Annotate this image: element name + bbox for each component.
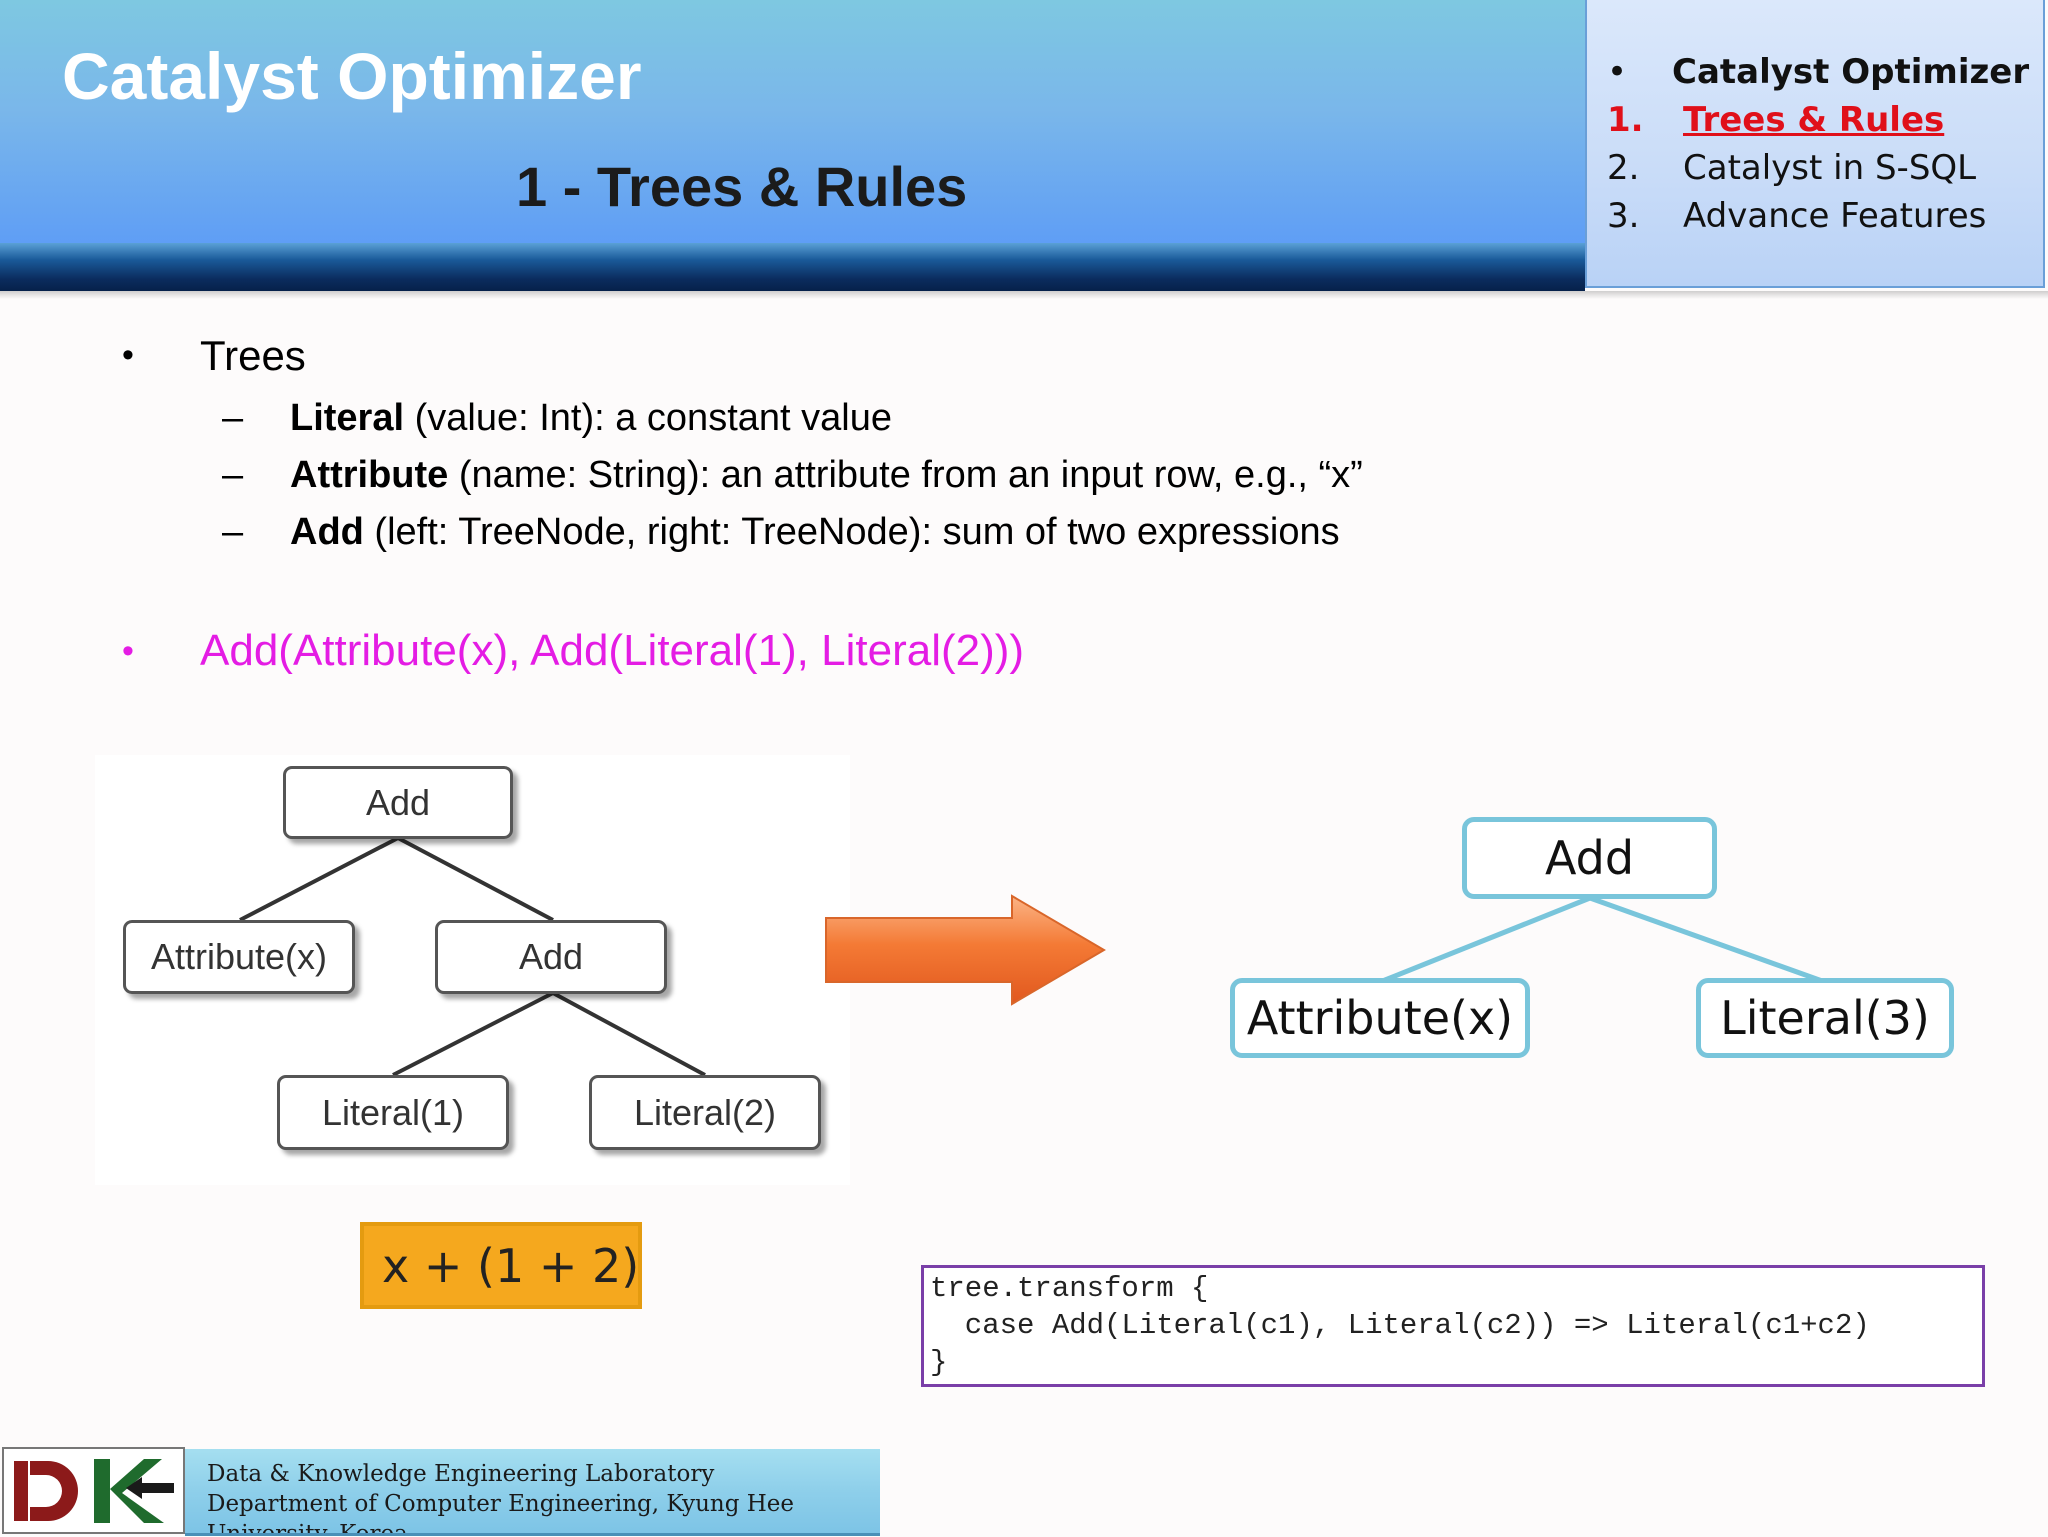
code-snippet: tree.transform { case Add(Literal(c1), L… [921, 1265, 1985, 1387]
bullet-expression-tree: Add(Attribute(x), Add(Literal(1), Litera… [200, 626, 1025, 675]
edge [397, 836, 554, 922]
edge [552, 991, 706, 1077]
tree-node-literal-1: Literal(1) [277, 1075, 509, 1150]
dke-logo-icon [4, 1449, 183, 1532]
bullet-marker: • [122, 336, 134, 374]
toc-label[interactable]: Trees & Rules [1683, 100, 1945, 140]
tree-node-literal-3: Literal(3) [1696, 978, 1954, 1058]
dash-marker: – [222, 454, 244, 496]
slide-title: Catalyst Optimizer [62, 39, 642, 113]
tree-node-root: Add [283, 766, 513, 839]
tree-node-literal-2: Literal(2) [589, 1075, 821, 1150]
tree-before-edges [239, 836, 706, 1077]
code-line: case Add(Literal(c1), Literal(c2)) => Li… [930, 1309, 1870, 1342]
transform-arrow-icon [825, 894, 1106, 1006]
footer-lab-name: Data & Knowledge Engineering Laboratory [207, 1461, 715, 1487]
edge [1379, 895, 1591, 985]
slide-header [0, 0, 1585, 243]
tree-before-diagram: Add Attribute(x) Add Literal(1) Literal(… [95, 755, 850, 1185]
tree-node-attribute: Attribute(x) [123, 920, 355, 994]
header-shadow [0, 291, 2048, 299]
footer-university: University, Korea [207, 1521, 408, 1536]
dash-marker: – [222, 511, 244, 553]
expression-box: x + (1 + 2) [360, 1222, 642, 1309]
toc-panel: • Catalyst Optimizer 1. Trees & Rules 2.… [1585, 0, 2045, 288]
code-line: } [930, 1346, 948, 1379]
bullet-trees: Trees [200, 332, 306, 379]
term-description: (value: Int): a constant value [404, 397, 892, 439]
edge [1589, 895, 1826, 985]
term-literal: Literal [290, 397, 405, 439]
footer-department: Department of Computer Engineering, Kyun… [207, 1491, 795, 1517]
tree-after-edges [1379, 895, 1826, 985]
toc-label: Advance Features [1683, 196, 1987, 236]
toc-label: Catalyst in S-SQL [1683, 148, 1977, 188]
term-description: (left: TreeNode, right: TreeNode): sum o… [363, 511, 1340, 553]
tree-node-attribute: Attribute(x) [1230, 978, 1530, 1058]
slide-subtitle: 1 - Trees & Rules [516, 155, 968, 218]
code-line: tree.transform { [930, 1272, 1209, 1305]
edge [239, 836, 399, 922]
term-add: Add [290, 511, 364, 553]
footer-band: Data & Knowledge Engineering Laboratory … [185, 1449, 880, 1536]
tree-node-root: Add [1462, 817, 1717, 899]
edge [392, 991, 554, 1077]
dash-marker: – [222, 397, 244, 439]
toc-label: Catalyst Optimizer [1672, 52, 2030, 92]
toc-marker: 3. [1607, 196, 1640, 236]
toc-marker: 1. [1607, 100, 1644, 140]
lab-logo [2, 1447, 185, 1534]
header-bar [0, 243, 1585, 291]
toc-marker: • [1607, 52, 1628, 92]
toc-marker: 2. [1607, 148, 1640, 188]
term-description: (name: String): an attribute from an inp… [448, 454, 1363, 496]
tree-node-add: Add [435, 920, 667, 994]
term-attribute: Attribute [290, 454, 449, 496]
bullet-marker: • [122, 632, 134, 670]
